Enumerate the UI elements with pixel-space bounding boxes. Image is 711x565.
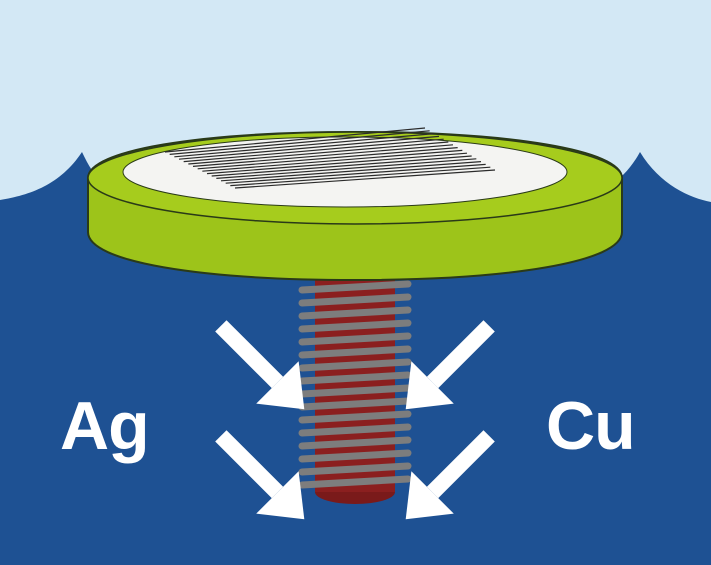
solar-float-icon (87, 127, 623, 282)
solar-cell-line (178, 135, 440, 160)
arrow-upper-right (405, 320, 495, 410)
coil-turn (298, 475, 412, 489)
ion-release-arrow-icon (215, 320, 495, 520)
coil-turn (298, 332, 412, 346)
solar-panel-cells (164, 127, 496, 189)
solar-cell-line (211, 155, 472, 177)
solar-cell-line (174, 133, 435, 158)
solar-cell-line (169, 130, 430, 155)
solar-cell-line (230, 166, 491, 187)
solar-cell-line (220, 161, 482, 182)
coil-turn (298, 423, 412, 437)
coil-turn (298, 319, 412, 333)
arrow-lower-right (405, 430, 495, 520)
solar-cell-line (197, 147, 458, 170)
coil-turn (298, 280, 412, 294)
solar-cell-line (183, 138, 444, 163)
solar-cell-line (164, 127, 426, 153)
coil-turn (298, 384, 412, 398)
coil-turn (298, 293, 412, 307)
electrode-coil (298, 280, 412, 489)
coil-electrode-icon (298, 270, 412, 504)
solar-cell-line (202, 149, 463, 172)
coil-turn (298, 358, 412, 372)
solar-cell-line (225, 163, 486, 184)
solar-cell-line (188, 141, 449, 165)
solar-cell-line (192, 144, 454, 167)
coil-turn (298, 371, 412, 385)
coil-turn (298, 345, 412, 359)
arrow-lower-left (215, 430, 305, 520)
solar-cell-line (216, 158, 477, 179)
copper-label: Cu (546, 388, 636, 464)
solar-cell-line (234, 169, 496, 189)
coil-turn (298, 397, 412, 411)
coil-turn (298, 449, 412, 463)
coil-turn (298, 410, 412, 424)
silver-label: Ag (60, 388, 150, 464)
coil-turn (298, 306, 412, 320)
solar-cell-line (206, 152, 468, 175)
arrow-upper-left (215, 320, 305, 410)
coil-turn (298, 462, 412, 476)
coil-turn (298, 436, 412, 450)
